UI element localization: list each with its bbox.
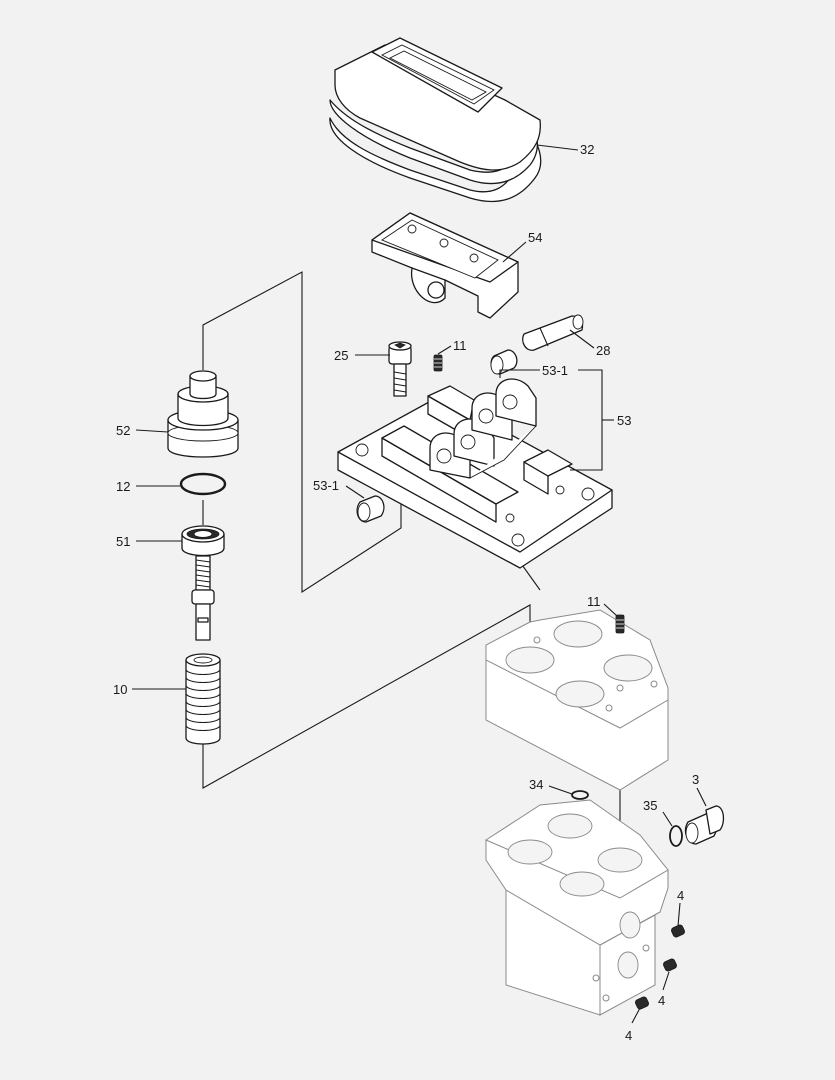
part-52-plug	[167, 370, 239, 458]
part-32-rubber-boot	[329, 37, 542, 203]
part-28-pin	[522, 314, 584, 351]
callout-4-c: 4	[625, 1028, 632, 1043]
part-12-o-ring	[179, 472, 227, 496]
part-11-set-screw-lower	[615, 614, 625, 634]
callout-11-lower: 11	[587, 594, 601, 609]
callout-labels: 32 54 28 25 11 53-1 53 53-1 52 12 51 10 …	[113, 142, 699, 1043]
part-25-bolt	[388, 341, 412, 397]
callout-3: 3	[692, 772, 699, 787]
part-3-plug	[684, 805, 725, 845]
part-54-holder	[371, 212, 519, 319]
part-53-1-bushing-lower	[356, 495, 385, 523]
callout-51: 51	[116, 534, 130, 549]
callout-25: 25	[334, 348, 348, 363]
callout-4-a: 4	[677, 888, 684, 903]
callout-53-1-lower: 53-1	[313, 478, 339, 493]
part-4-plug-b	[663, 958, 677, 972]
callout-54: 54	[528, 230, 542, 245]
callout-53-1-upper: 53-1	[542, 363, 568, 378]
lower-valve-body	[484, 799, 669, 1016]
part-11-set-screw-top	[433, 354, 443, 372]
part-53-plate	[337, 378, 613, 569]
part-10-spring	[185, 653, 221, 745]
leader-lines	[132, 144, 707, 1024]
callout-34: 34	[529, 777, 543, 792]
callout-10: 10	[113, 682, 127, 697]
part-4-plug-c	[635, 996, 649, 1010]
part-51-push-rod	[181, 500, 225, 641]
callout-52: 52	[116, 423, 130, 438]
callout-32: 32	[580, 142, 594, 157]
part-35-o-ring	[669, 825, 683, 847]
callout-53: 53	[617, 413, 631, 428]
callout-28: 28	[596, 343, 610, 358]
callout-12: 12	[116, 479, 130, 494]
upper-valve-body	[485, 609, 669, 791]
callout-35: 35	[643, 798, 657, 813]
callout-11-top: 11	[453, 338, 467, 353]
part-4-plug-a	[671, 924, 685, 938]
part-34-o-ring	[571, 790, 589, 800]
callout-4-b: 4	[658, 993, 665, 1008]
